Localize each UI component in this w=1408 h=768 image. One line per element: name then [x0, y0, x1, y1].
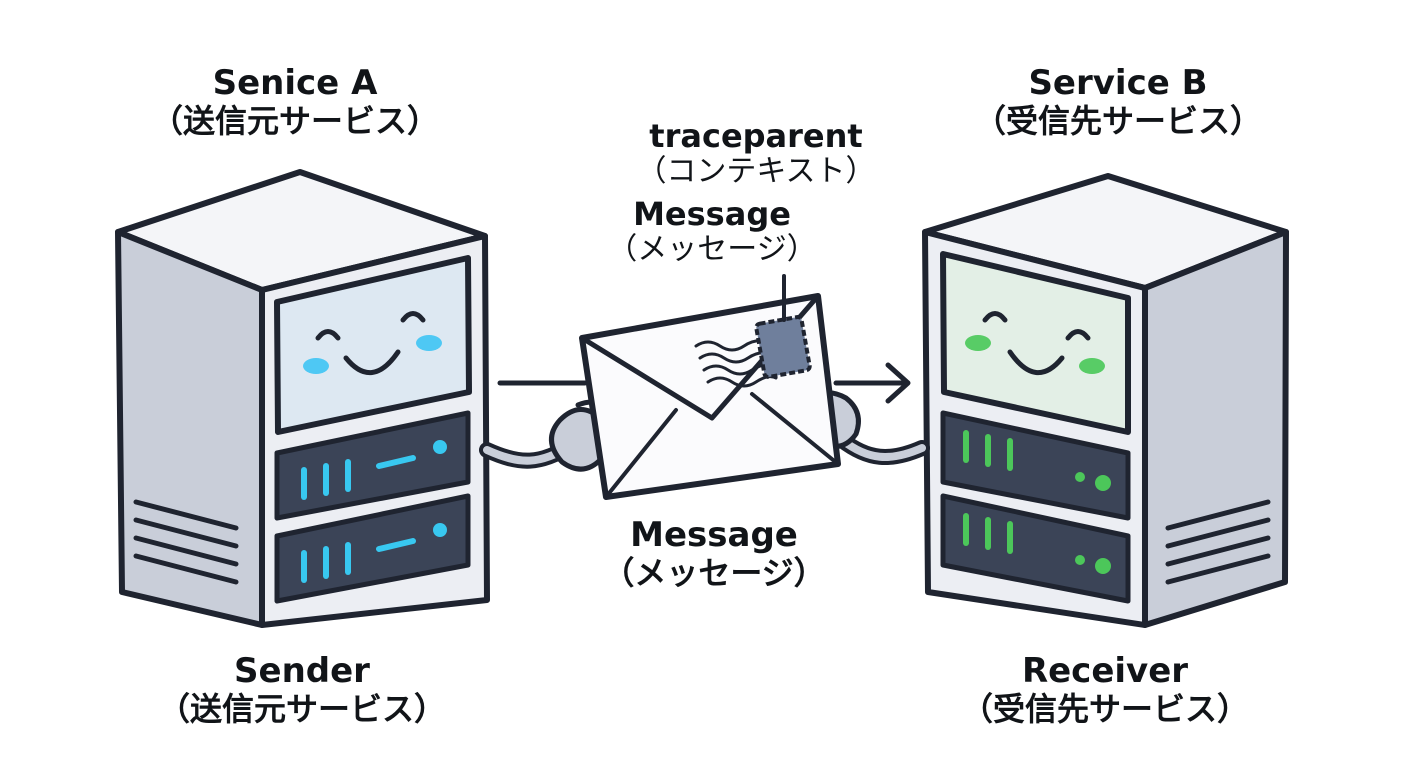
sender-name: Sender — [234, 651, 370, 691]
label-receiver: Receiver （受信先サービス） — [955, 651, 1255, 729]
envelope-icon — [579, 274, 841, 500]
receiver-role: （受信先サービス） — [960, 690, 1249, 729]
traceparent-name: traceparent — [649, 117, 863, 155]
smiley-face-icon — [303, 311, 442, 376]
service-b-role: （受信先サービス） — [973, 102, 1262, 141]
server-icon — [922, 173, 1289, 628]
message-top-name: Message — [633, 195, 791, 233]
service-b-name: Service B — [1028, 63, 1208, 103]
service-a-name: Senice A — [212, 63, 378, 103]
label-service-b: Service B （受信先サービス） — [968, 63, 1268, 141]
service-a-role: （送信元サービス） — [150, 102, 439, 141]
smiley-face-icon — [965, 311, 1105, 376]
label-service-a: Senice A （送信元サービス） — [145, 63, 445, 141]
traceparent-role: （コンテキスト） — [636, 153, 876, 189]
message-bottom-name: Message — [630, 515, 798, 555]
sender-role: （送信元サービス） — [157, 690, 446, 729]
server-icon — [115, 169, 490, 628]
message-top-role: （メッセージ） — [607, 231, 817, 267]
label-sender: Sender （送信元サービス） — [152, 651, 452, 729]
message-bottom-role: （メッセージ） — [602, 554, 826, 593]
receiver-name: Receiver — [1021, 651, 1189, 691]
label-traceparent: traceparent （コンテキスト） — [606, 118, 906, 189]
stamp-icon — [754, 315, 812, 379]
label-message-top: Message （メッセージ） — [562, 196, 862, 267]
label-message-bottom: Message （メッセージ） — [564, 515, 864, 593]
arrow-right-icon — [497, 362, 911, 404]
